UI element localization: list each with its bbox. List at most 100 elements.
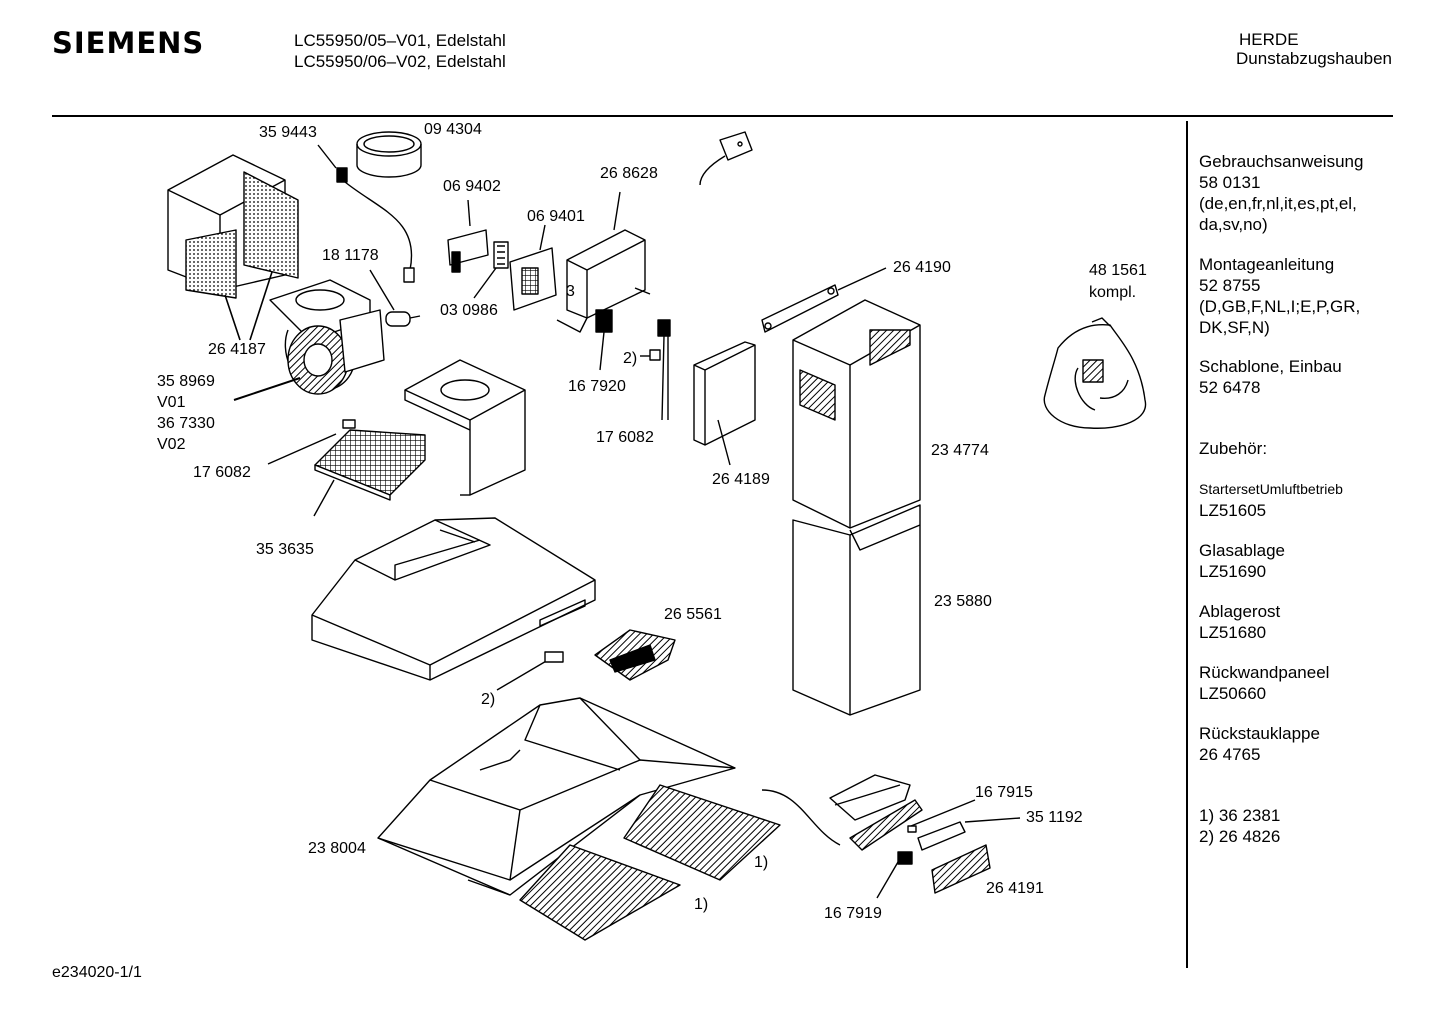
sidebar-block-ablagerost: Ablagerost LZ51680 — [1199, 601, 1280, 643]
cable-part — [317, 144, 415, 283]
sidebar-block-accessories: Zubehör: — [1199, 438, 1267, 459]
fan-motor-part — [233, 279, 385, 401]
sidebar-line: Glasablage — [1199, 541, 1286, 560]
part-label: 48 1561 — [1089, 262, 1147, 279]
part-label: 35 1192 — [1026, 809, 1083, 826]
sidebar-line: DK,SF,N) — [1199, 318, 1270, 337]
part-label: 26 4189 — [712, 471, 770, 488]
sidebar-rule — [1186, 121, 1188, 968]
sidebar-line: da,sv,no) — [1199, 215, 1268, 234]
sidebar-line: StartersetUmluftbetrieb — [1199, 481, 1343, 497]
part-label: 35 3635 — [256, 541, 314, 558]
sidebar-line: 1) 36 2381 — [1199, 806, 1281, 825]
sidebar-line: Rückstauklappe — [1199, 724, 1320, 743]
sidebar-block-glasablage: Glasablage LZ51690 — [1199, 540, 1285, 582]
main-hood-part — [311, 517, 596, 681]
sidebar-line: LZ51605 — [1199, 501, 1267, 520]
part-label: 06 9402 — [443, 178, 501, 195]
sidebar-line: 52 6478 — [1199, 378, 1261, 397]
part-label: 26 5561 — [664, 606, 722, 623]
part-label: kompl. — [1089, 284, 1136, 301]
sidebar-line: 2) 26 4826 — [1199, 827, 1281, 846]
cover-panel-part — [693, 341, 756, 466]
header-rule — [52, 115, 1393, 117]
housing-box-part — [167, 154, 299, 341]
part-label: 36 7330 — [157, 415, 215, 432]
sidebar-block-footnotes: 1) 36 2381 2) 26 4826 — [1199, 805, 1280, 847]
part-label: 35 9443 — [259, 124, 317, 141]
part-label: V01 — [157, 394, 186, 411]
canopy-part — [377, 697, 736, 896]
part-label: 16 7919 — [824, 905, 882, 922]
category-main: HERDE — [1239, 30, 1299, 49]
part-labels: 35 9443 09 4304 06 9402 26 8628 06 9401 … — [157, 121, 1147, 922]
part-label: 09 4304 — [424, 121, 482, 138]
category: HERDE Dunstabzugshauben — [1236, 30, 1392, 68]
lower-chimney-part — [792, 504, 921, 716]
sidebar-line: LZ51680 — [1199, 623, 1267, 642]
lamp-bracket-part — [761, 774, 1021, 851]
sidebar-block-rueckwand: Rückwandpaneel LZ50660 — [1199, 662, 1329, 704]
grease-filter-part — [267, 419, 426, 517]
sidebar-line: 52 8755 — [1199, 276, 1261, 295]
sidebar-line: (D,GB,F,NL,I;E,P,GR, — [1199, 297, 1361, 316]
terminal-block-part — [473, 241, 509, 299]
sidebar-block-rueckstau: Rückstauklappe 26 4765 — [1199, 723, 1320, 765]
part-label: 26 4187 — [208, 341, 266, 358]
part-label: 35 8969 — [157, 373, 215, 390]
part-label: 23 8004 — [308, 840, 366, 857]
lamp-socket-part — [876, 851, 913, 899]
lamp-cover-part — [931, 844, 991, 894]
part-label: 2) — [481, 691, 495, 708]
part-label: 3 — [566, 283, 575, 300]
part-label: 26 4191 — [986, 880, 1044, 897]
mounting-bracket-part — [556, 191, 651, 333]
part-label: 1) — [694, 896, 708, 913]
sidebar-block-manual: Gebrauchsanweisung 58 0131 (de,en,fr,nl,… — [1199, 151, 1363, 235]
duct-ring-part — [356, 131, 422, 178]
sidebar-line: 26 4765 — [1199, 745, 1261, 764]
sidebar-line: Montageanleitung — [1199, 255, 1335, 274]
category-sub: Dunstabzugshauben — [1236, 49, 1392, 68]
capacitor-part — [369, 269, 421, 327]
part-label: 06 9401 — [527, 208, 585, 225]
part-label: 17 6082 — [596, 429, 654, 446]
sidebar-line: Zubehör: — [1199, 439, 1268, 458]
sidebar-line: LZ50660 — [1199, 684, 1267, 703]
sidebar-line: Schablone, Einbau — [1199, 357, 1342, 376]
part-label: 17 6082 — [193, 464, 251, 481]
terminal-plate-part — [447, 199, 489, 273]
part-label: 26 4190 — [893, 259, 951, 276]
sidebar-line: 58 0131 — [1199, 173, 1261, 192]
cable-loom-part — [640, 319, 671, 421]
part-label: 16 7915 — [975, 784, 1033, 801]
part-label: 18 1178 — [322, 247, 379, 264]
part-label: 1) — [754, 854, 768, 871]
brand-logo: SIEMENS — [52, 26, 205, 60]
part-label: 16 7920 — [568, 378, 626, 395]
sidebar-block-template: Schablone, Einbau 52 6478 — [1199, 356, 1342, 398]
power-plug-part — [699, 131, 753, 186]
sidebar-line: Rückwandpaneel — [1199, 663, 1330, 682]
upper-chimney-part — [792, 299, 921, 529]
wall-strap-part — [761, 267, 887, 333]
model-list: LC55950/05–V01, Edelstahl LC55950/06–V02… — [294, 30, 506, 72]
part-label: 23 4774 — [931, 442, 989, 459]
model-line: LC55950/06–V02, Edelstahl — [294, 52, 506, 71]
parts-bag-part — [1043, 317, 1147, 429]
sidebar-block-assembly: Montageanleitung 52 8755 (D,GB,F,NL,I;E,… — [1199, 254, 1360, 338]
switch-box-part — [509, 224, 557, 311]
lamp-housing-part — [594, 629, 676, 681]
carbon-filter-part — [519, 784, 781, 941]
sidebar-line: Gebrauchsanweisung — [1199, 152, 1364, 171]
lamp-cable-part — [496, 651, 564, 691]
document-id: e234020-1/1 — [52, 964, 142, 981]
sidebar-line: LZ51690 — [1199, 562, 1267, 581]
sidebar-block-starterset: StartersetUmluftbetrieb LZ51605 — [1199, 479, 1343, 521]
part-label: 03 0986 — [440, 302, 498, 319]
sidebar-line: (de,en,fr,nl,it,es,pt,el, — [1199, 194, 1357, 213]
model-line: LC55950/05–V01, Edelstahl — [294, 31, 506, 50]
lamp-holder-part — [595, 309, 613, 371]
sidebar-line: Ablagerost — [1199, 602, 1281, 621]
